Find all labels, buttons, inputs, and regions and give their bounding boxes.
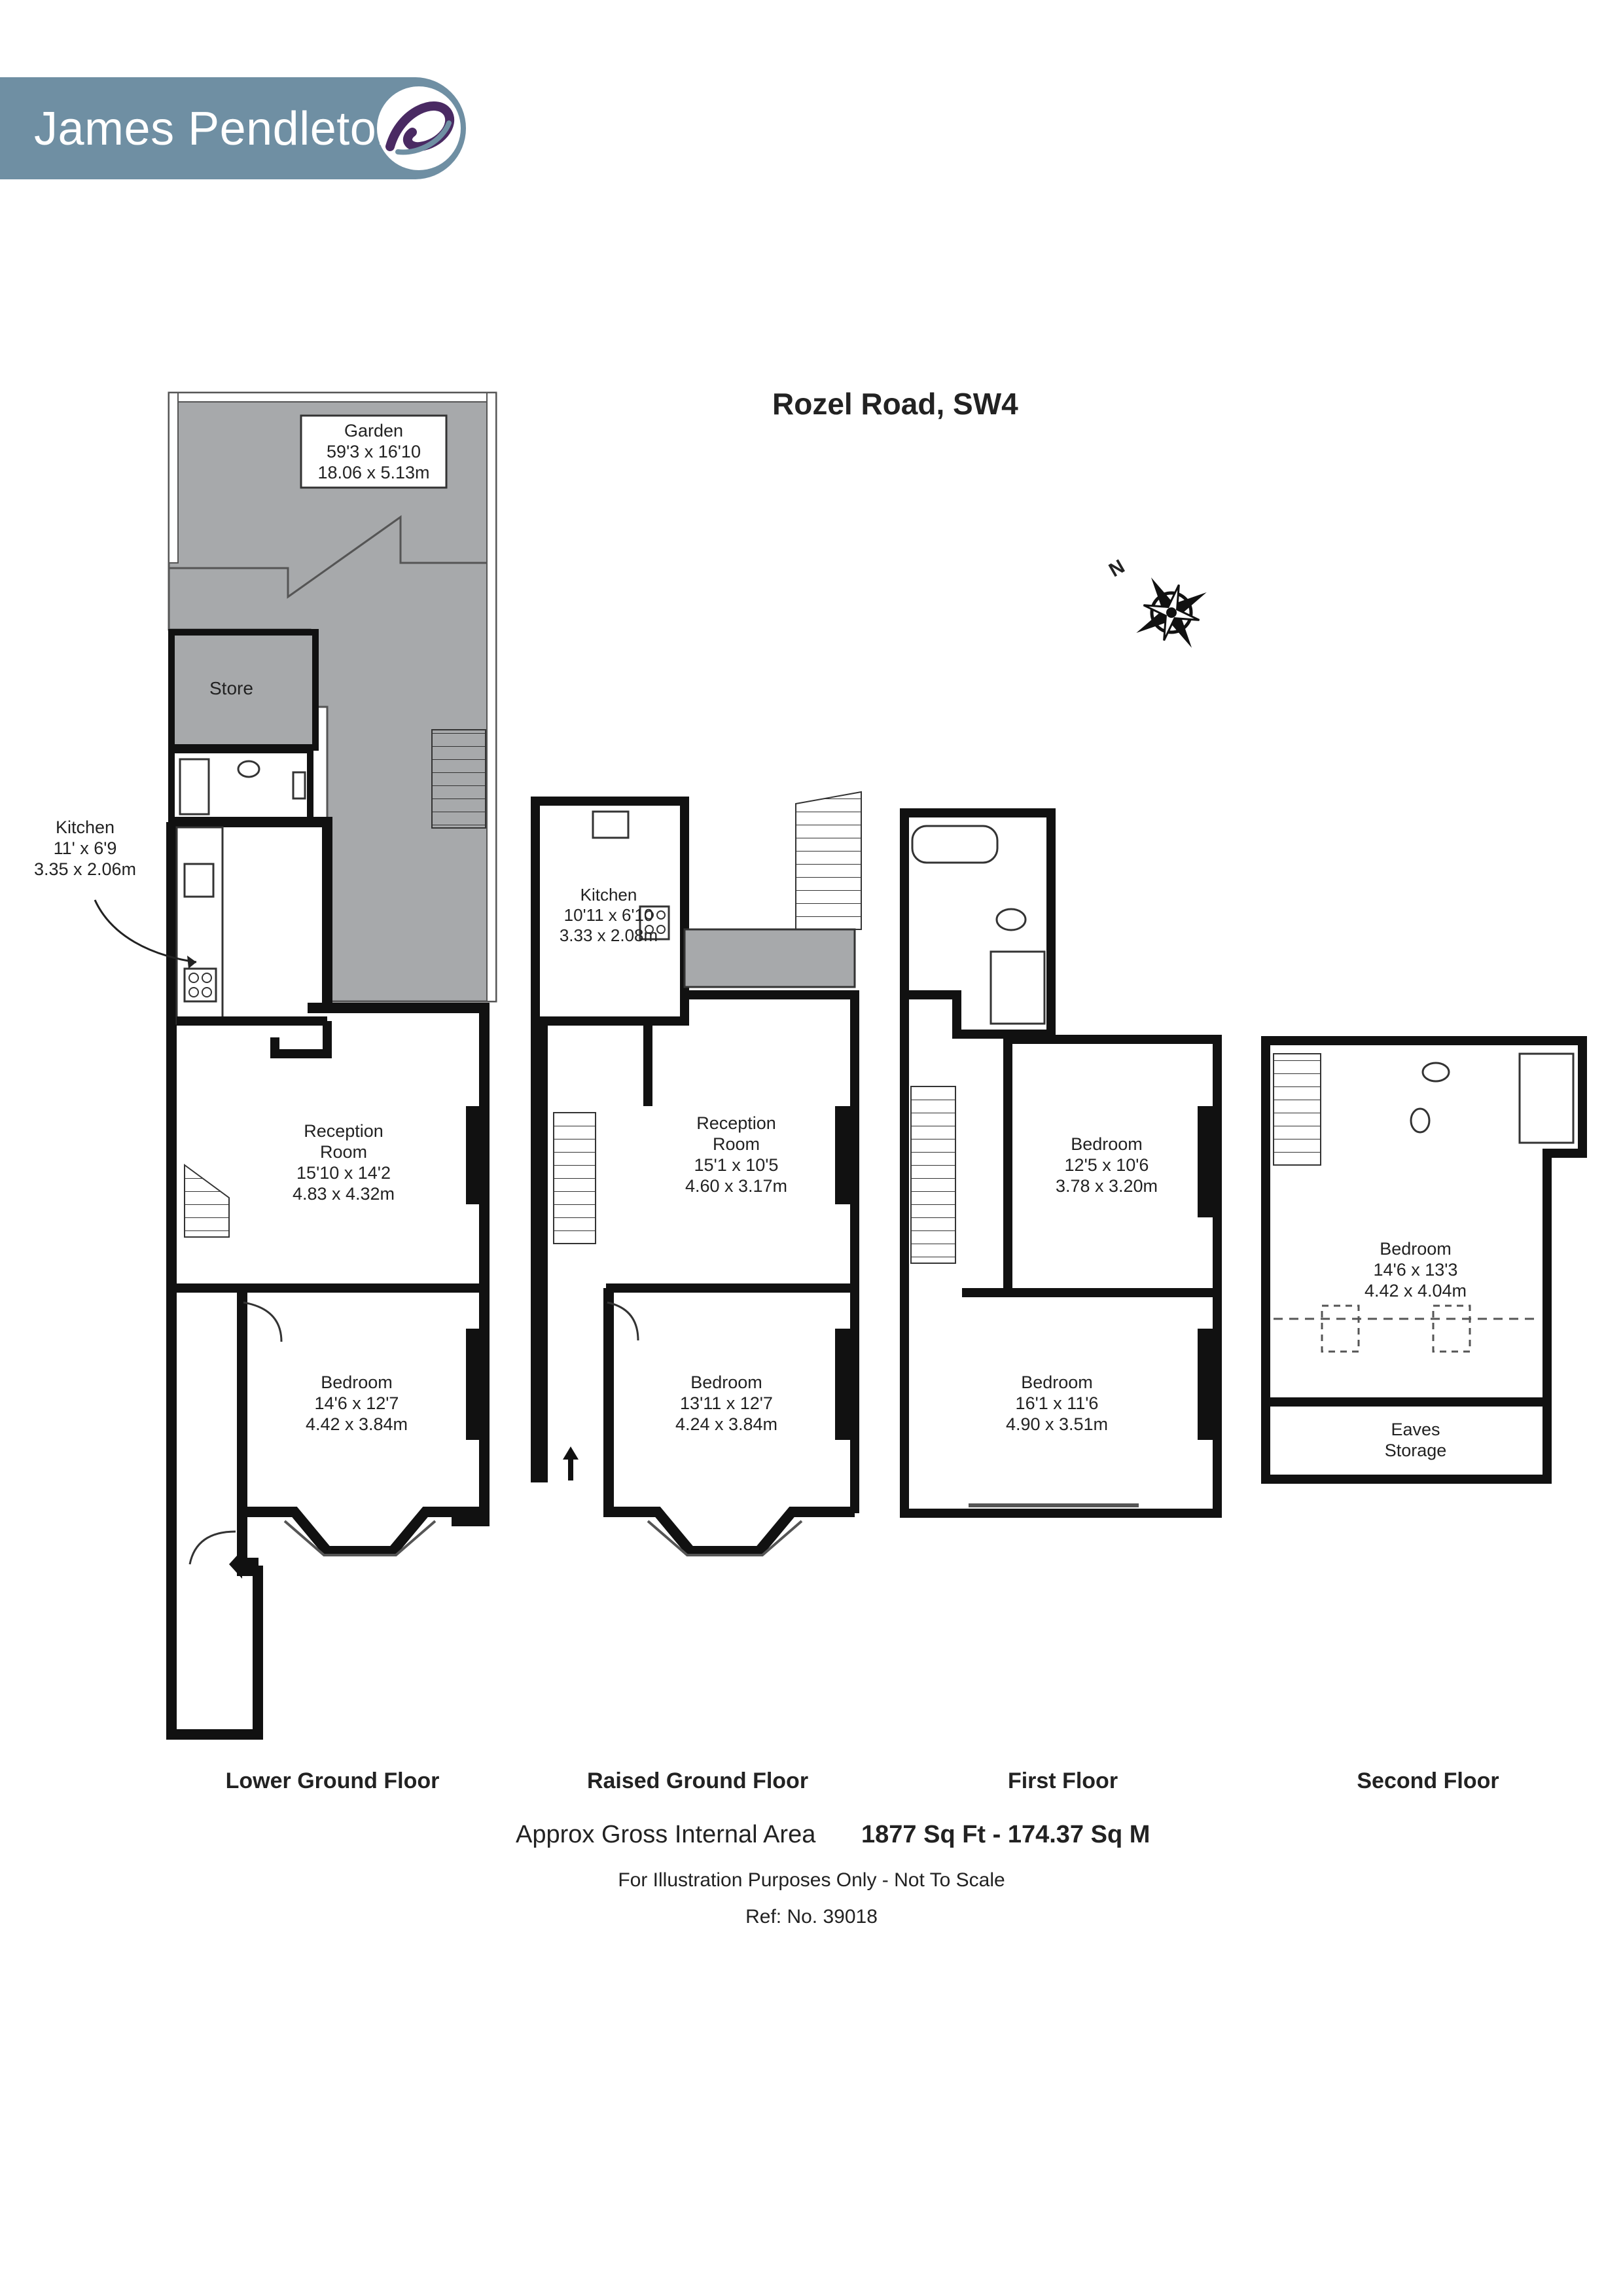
lower-kitchen-name: Kitchen — [55, 817, 115, 837]
lower-kitchen-imperial: 11' x 6'9 — [53, 838, 117, 858]
first-front-bedroom-imperial: 16'1 x 11'6 — [1015, 1393, 1099, 1413]
first-front-bedroom-label: Bedroom 16'1 x 11'6 4.90 x 3.51m — [975, 1372, 1139, 1435]
second-floor-plan — [1261, 1036, 1587, 1484]
lower-ground-floor-plan — [94, 391, 497, 1740]
garden-metric: 18.06 x 5.13m — [317, 463, 430, 482]
raised-bedroom-name: Bedroom — [690, 1372, 762, 1392]
lower-bedroom-label: Bedroom 14'6 x 12'7 4.42 x 3.84m — [275, 1372, 438, 1435]
raised-reception-label: Reception Room 15'1 x 10'5 4.60 x 3.17m — [654, 1113, 818, 1196]
first-rear-bedroom-name: Bedroom — [1071, 1134, 1143, 1154]
eaves-line-1: Eaves — [1391, 1420, 1440, 1439]
raised-bedroom-metric: 4.24 x 3.84m — [675, 1414, 778, 1434]
first-front-bedroom-name: Bedroom — [1021, 1372, 1093, 1392]
lower-reception-imperial: 15'10 x 14'2 — [296, 1163, 391, 1183]
compass-rose-icon — [1136, 577, 1207, 648]
raised-bedroom-label: Bedroom 13'11 x 12'7 4.24 x 3.84m — [645, 1372, 808, 1435]
lower-reception-name-2: Room — [319, 1142, 368, 1162]
store-label: Store — [209, 678, 253, 698]
lower-bedroom-metric: 4.42 x 3.84m — [305, 1414, 408, 1434]
garden-name: Garden — [344, 421, 404, 440]
second-bedroom-name: Bedroom — [1380, 1239, 1452, 1259]
brand-banner: James Pendleton — [0, 77, 466, 179]
raised-kitchen-imperial: 10'11 x 6'10 — [563, 905, 654, 925]
first-floor-plan — [900, 808, 1222, 1518]
lower-shower-room — [168, 747, 313, 825]
first-rear-bedroom-imperial: 12'5 x 10'6 — [1064, 1155, 1149, 1175]
eaves-line-2: Storage — [1384, 1441, 1447, 1460]
raised-ground-floor-plan — [531, 791, 862, 1556]
disclaimer: For Illustration Purposes Only - Not To … — [618, 1869, 1005, 1891]
floor-label-lower-ground: Lower Ground Floor — [225, 1768, 440, 1793]
lower-reception-metric: 4.83 x 4.32m — [292, 1184, 395, 1204]
raised-reception-imperial: 15'1 x 10'5 — [694, 1155, 779, 1175]
first-rear-bedroom-label: Bedroom 12'5 x 10'6 3.78 x 3.20m — [1025, 1134, 1188, 1196]
second-bedroom-imperial: 14'6 x 13'3 — [1373, 1260, 1458, 1280]
floor-label-raised-ground: Raised Ground Floor — [586, 1768, 809, 1793]
lower-kitchen-label: Kitchen 11' x 6'9 3.35 x 2.06m — [20, 817, 151, 880]
raised-kitchen-name: Kitchen — [580, 885, 637, 905]
property-title: Rozel Road, SW4 — [772, 387, 1018, 421]
first-rear-bedroom-metric: 3.78 x 3.20m — [1055, 1176, 1158, 1196]
garden-label: Garden 59'3 x 16'10 18.06 x 5.13m — [301, 420, 446, 483]
garden-imperial: 59'3 x 16'10 — [327, 442, 421, 461]
lower-bedroom-imperial: 14'6 x 12'7 — [314, 1393, 399, 1413]
brand-name: James Pendleton — [34, 103, 403, 155]
raised-kitchen-label: Kitchen 10'11 x 6'10 3.33 x 2.08m — [556, 885, 661, 946]
floor-label-first: First Floor — [1007, 1768, 1118, 1793]
lower-reception-name-1: Reception — [304, 1121, 383, 1141]
lower-kitchen-metric: 3.35 x 2.06m — [33, 859, 137, 879]
eaves-storage-label: Eaves Storage — [1334, 1419, 1497, 1461]
raised-bedroom-imperial: 13'11 x 12'7 — [680, 1393, 773, 1413]
lower-bedroom-name: Bedroom — [321, 1372, 393, 1392]
raised-reception-name-2: Room — [712, 1134, 760, 1154]
swirl-logo-icon — [377, 86, 461, 170]
first-front-bedroom-metric: 4.90 x 3.51m — [1005, 1414, 1109, 1434]
floor-label-second: Second Floor — [1357, 1768, 1499, 1793]
raised-reception-name-1: Reception — [696, 1113, 776, 1133]
gross-area-row: Approx Gross Internal Area 1877 Sq Ft - … — [0, 1821, 1623, 1854]
second-bedroom-label: Bedroom 14'6 x 13'3 4.42 x 4.04m — [1334, 1238, 1497, 1301]
gross-area-label: Approx Gross Internal Area — [516, 1821, 816, 1848]
raised-kitchen-metric: 3.33 x 2.08m — [559, 925, 658, 945]
lower-reception-label: Reception Room 15'10 x 14'2 4.83 x 4.32m — [262, 1121, 425, 1204]
second-bedroom-metric: 4.42 x 4.04m — [1364, 1281, 1467, 1300]
raised-reception-metric: 4.60 x 3.17m — [685, 1176, 788, 1196]
reference-number: Ref: No. 39018 — [745, 1906, 878, 1928]
gross-area-value: 1877 Sq Ft - 174.37 Sq M — [861, 1821, 1150, 1848]
garden-area — [168, 391, 497, 1003]
